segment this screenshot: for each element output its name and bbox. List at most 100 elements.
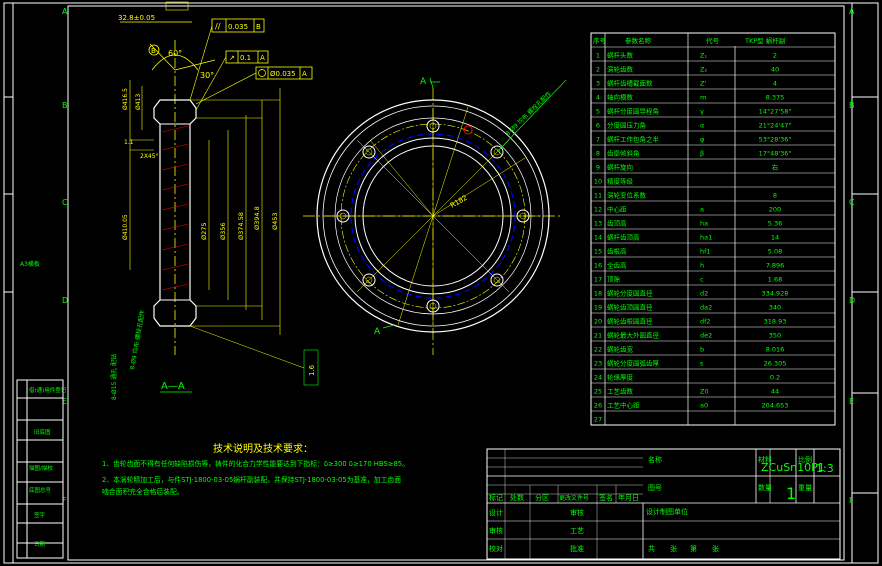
svg-text:Ø374.58: Ø374.58 xyxy=(237,212,245,240)
svg-text:0.035: 0.035 xyxy=(228,23,248,31)
tb-role-l1: 审核 xyxy=(489,526,503,535)
spec-cell-r1-c0: 2 xyxy=(596,66,600,74)
spec-cell-r3-c1: 轴向模数 xyxy=(607,93,634,102)
spec-header-name: 参数名称 xyxy=(625,36,652,45)
spec-cell-r8-c1: 蜗杆旋向 xyxy=(607,163,633,172)
spec-cell-r0-c0: 1 xyxy=(596,52,600,60)
spec-cell-r1-c3: 40 xyxy=(771,66,779,74)
spec-cell-r15-c0: 16 xyxy=(594,262,602,270)
spec-cell-r21-c2: b xyxy=(700,346,704,354)
tb-sign-1: 处数 xyxy=(510,493,524,502)
zone-label-right-b: B xyxy=(849,101,855,110)
spec-cell-r3-c0: 4 xyxy=(596,94,600,102)
strip-cell-2: 旧底图 xyxy=(34,428,51,436)
spec-cell-r3-c2: m xyxy=(700,94,706,102)
position-tolerance-frame: Ø0.035 A xyxy=(255,66,313,80)
bolt-callout: 8-Ø9 均布 螺栓孔配作 xyxy=(504,90,553,138)
spec-cell-r20-c3: 350 xyxy=(769,332,781,340)
zone-label-b: B xyxy=(62,101,68,110)
zone-label-right-a: A xyxy=(849,7,855,16)
svg-text://: // xyxy=(215,22,221,31)
tb-weight-label: 重量 xyxy=(798,484,812,492)
outer-frame xyxy=(3,2,879,564)
dim-left-0: Ø416.5 xyxy=(122,88,129,110)
spec-cell-r22-c3: 26.305 xyxy=(764,360,787,368)
note-3: 啮合面积完全合格后装配。 xyxy=(102,487,184,496)
strip-cell-0: 借(通)用件登记 xyxy=(29,386,67,394)
tb-role-m0: 审核 xyxy=(570,508,584,517)
tb-name-label: 名称 xyxy=(648,455,662,464)
spec-cell-r8-c3: 右 xyxy=(772,163,779,172)
section-view-aa: 60° 30° B 32.8±0.05 // 0.035 B ↗ 0.1 A xyxy=(110,1,319,400)
spec-cell-r18-c0: 19 xyxy=(594,304,602,312)
spec-cell-r21-c3: 8.016 xyxy=(766,346,785,354)
svg-text:Ø0.035: Ø0.035 xyxy=(270,70,296,78)
tb-role-l2: 校对 xyxy=(489,544,503,553)
spec-cell-r5-c1: 分度圆压力角 xyxy=(607,121,646,130)
front-view-ring: R182 8-Ø9 均布 螺栓孔配作 A A xyxy=(303,77,567,355)
notes-title: 技术说明及技术要求： xyxy=(213,442,313,455)
angle-60: 60° xyxy=(168,49,182,58)
bolt-callout-vertical: 8-Ø9 均布 螺栓孔配作 xyxy=(128,310,146,371)
spec-cell-r19-c2: df2 xyxy=(700,318,711,326)
spec-cell-r12-c2: ha xyxy=(700,220,708,228)
spec-cell-r12-c3: 5.36 xyxy=(768,220,782,228)
angle-30: 30° xyxy=(200,71,214,80)
tb-sign-2: 分区 xyxy=(535,493,549,502)
spec-cell-r15-c1: 全齿高 xyxy=(607,261,627,270)
zone-label-e: E xyxy=(62,397,67,406)
tb-scale: 1:3 xyxy=(816,462,834,475)
spec-cell-r12-c1: 齿顶高 xyxy=(607,219,627,228)
spec-cell-r11-c3: 200 xyxy=(769,206,781,214)
roughness-value: 1.6 xyxy=(308,364,316,376)
zone-label-right-e: E xyxy=(849,397,854,406)
spec-header-value: TKP型 蜗杆副 xyxy=(744,36,785,45)
tb-scale-label: 比例 xyxy=(798,455,812,464)
tb-drawing-no-label: 图号 xyxy=(648,484,662,492)
dim-left-3: 1.1 xyxy=(124,139,134,146)
spec-cell-r12-c0: 13 xyxy=(594,220,602,228)
spec-cell-r18-c3: 340 xyxy=(769,304,781,312)
spec-cell-r23-c3: 0.2 xyxy=(770,374,780,382)
spec-cell-r7-c2: β xyxy=(700,150,704,158)
svg-text:A: A xyxy=(260,54,265,62)
dim-left-1: Ø413 xyxy=(135,94,142,110)
vertical-dims-text: Ø275 Ø356 Ø374.58 Ø394.8 Ø453 xyxy=(200,206,279,240)
spec-cell-r16-c3: 1.68 xyxy=(768,276,782,284)
spec-cell-r24-c0: 25 xyxy=(594,388,602,396)
spec-cell-r13-c3: 14 xyxy=(771,234,779,242)
spec-cell-r11-c2: a xyxy=(700,206,704,214)
spec-cell-r15-c3: 7.896 xyxy=(766,262,785,270)
spec-cell-r23-c1: 轮缘厚度 xyxy=(607,373,634,382)
left-registration-strip: 借(通)用件登记 旧底图 描图/描校 底图总号 签字 日期 xyxy=(16,379,67,559)
spec-header-symbol: 代号 xyxy=(706,36,720,45)
spec-cell-r4-c1: 蜗杆分度圆导程角 xyxy=(607,107,659,116)
zone-label-d: D xyxy=(62,296,68,305)
svg-text:B: B xyxy=(151,47,156,55)
section-mark-top: A xyxy=(420,77,427,87)
spec-cell-r1-c1: 涡轮齿数 xyxy=(607,65,634,74)
spec-cell-r6-c3: 53°28'36" xyxy=(759,136,792,144)
zone-label-right-c: C xyxy=(849,198,855,207)
tb-sign-3: 更改文件号 xyxy=(559,494,589,502)
spec-cell-r18-c1: 蜗轮齿顶圆直径 xyxy=(607,303,653,312)
tb-footer-0: 共 xyxy=(648,544,655,553)
tb-footer-3: 张 xyxy=(712,544,719,553)
spec-header-no: 序号 xyxy=(593,36,607,45)
spec-cell-r19-c3: 318.93 xyxy=(764,318,787,326)
spec-cell-r2-c0: 3 xyxy=(596,80,600,88)
strip-cell-6: 底图总号 xyxy=(29,486,52,494)
bolt-holes xyxy=(336,119,530,313)
tb-role-m2: 批准 xyxy=(570,544,584,553)
vertical-dimension-lines xyxy=(190,88,281,335)
spec-cell-r11-c1: 中心距 xyxy=(607,205,627,214)
spec-cell-r4-c3: 14°27'58" xyxy=(759,108,792,116)
spec-cell-r9-c0: 10 xyxy=(594,178,602,186)
strip-cell-4: 描图/描校 xyxy=(29,464,53,472)
tb-sign-5: 年月日 xyxy=(618,493,639,502)
spec-cell-r22-c1: 蜗轮分度圆弧齿厚 xyxy=(607,359,660,368)
spec-cell-r4-c0: 5 xyxy=(596,108,600,116)
spec-cell-r20-c0: 21 xyxy=(594,332,602,340)
